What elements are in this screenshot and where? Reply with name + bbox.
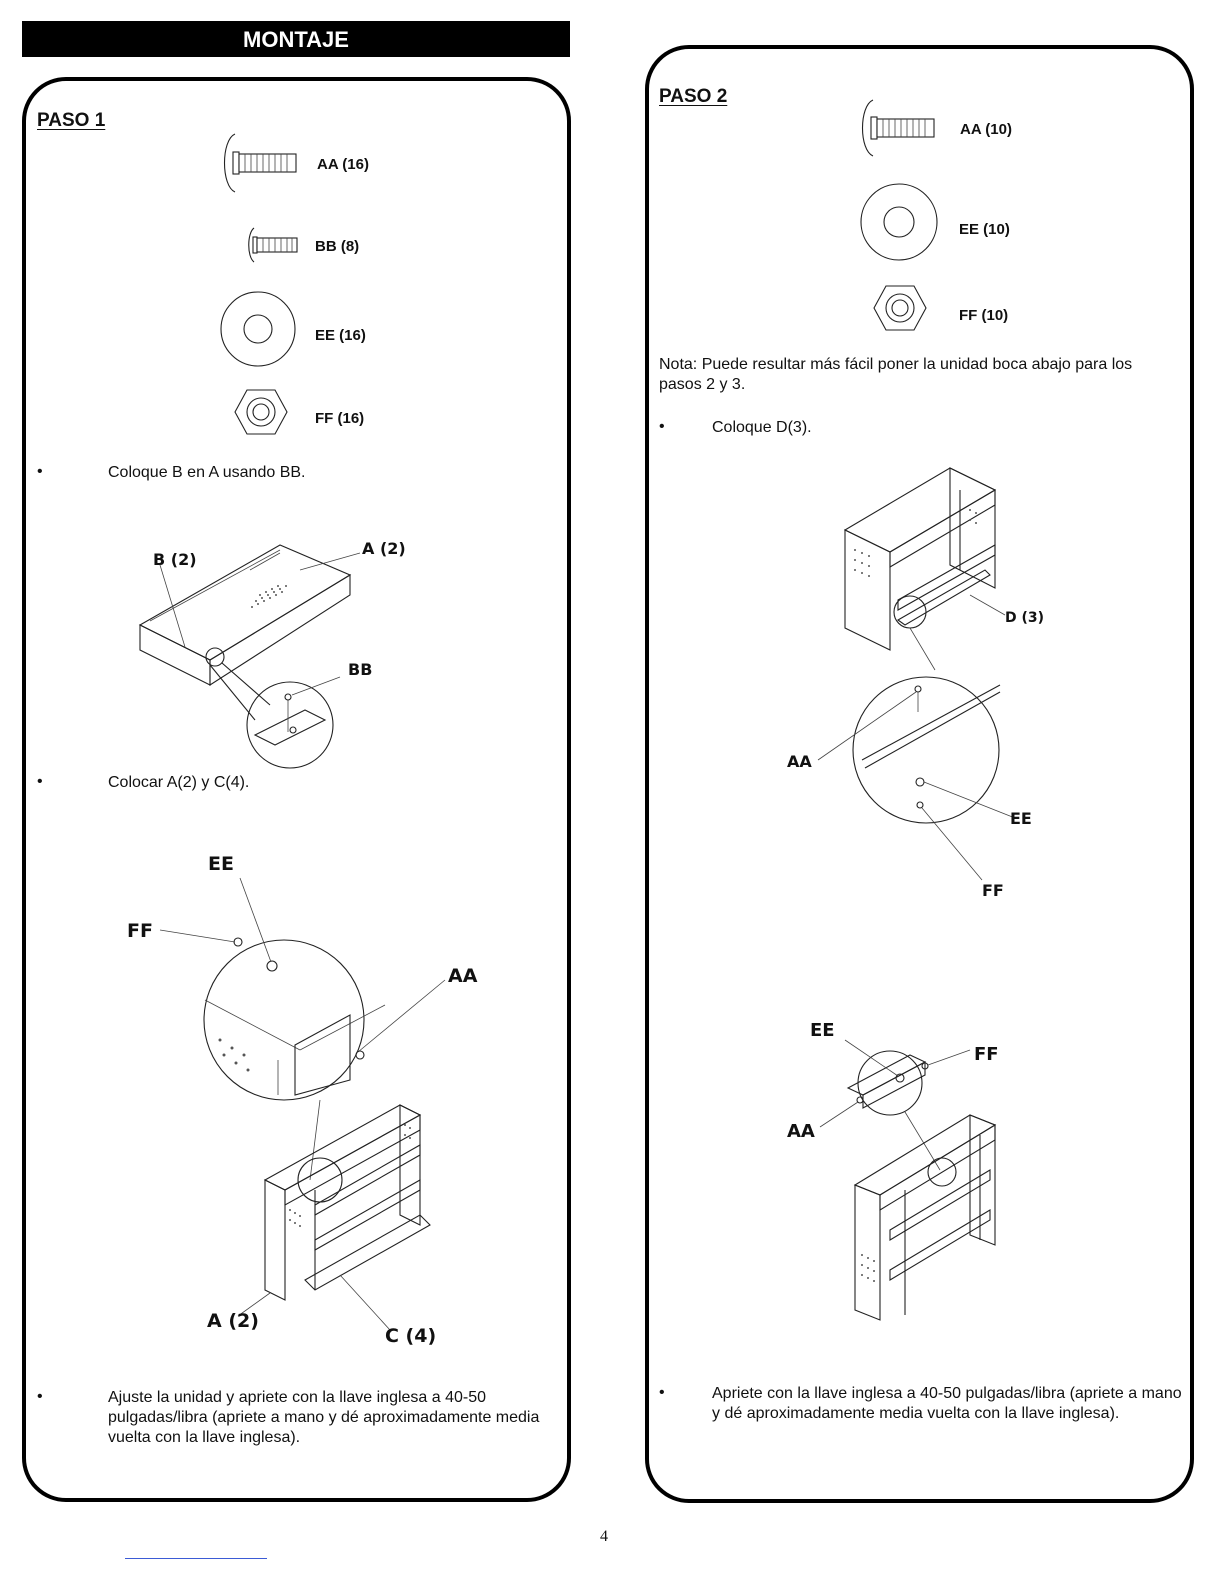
label-aa: AA <box>787 752 812 771</box>
hardware-ff-label: FF (16) <box>315 410 365 427</box>
hex-nut-icon <box>234 389 288 435</box>
label-a: A (2) <box>362 539 406 558</box>
label-ff: FF <box>982 881 1004 900</box>
hardware-bb-label: BB (8) <box>315 238 360 255</box>
label-b: B (2) <box>153 550 197 569</box>
bullet: • <box>37 463 43 480</box>
rail-assembly-diagram <box>138 544 361 769</box>
hex-nut-icon <box>873 285 927 331</box>
label-aa: AA <box>448 965 478 987</box>
hardware-aa-label: AA (16) <box>317 156 369 173</box>
label-ee: EE <box>810 1020 835 1041</box>
bullet: • <box>659 1384 665 1401</box>
step-2-title: PASO 2 <box>659 86 728 107</box>
label-c: C (4) <box>385 1325 437 1347</box>
bullet: • <box>37 773 43 790</box>
bullet: • <box>37 1388 43 1405</box>
bolt-icon <box>862 99 935 157</box>
instruction-2: Apriete con la llave inglesa a 40-50 pul… <box>712 1385 1182 1422</box>
bolt-icon <box>224 133 297 193</box>
bullet: • <box>659 418 665 435</box>
step-1-title: PASO 1 <box>37 110 106 131</box>
label-bb: BB <box>348 660 373 679</box>
label-aa: AA <box>787 1121 815 1142</box>
instruction-1: Coloque B en A usando BB. <box>108 464 306 481</box>
instruction-2: Colocar A(2) y C(4). <box>108 774 250 791</box>
section-header: MONTAJE <box>22 21 570 57</box>
hardware-ff-label: FF (10) <box>959 307 1009 324</box>
label-ff: FF <box>127 920 153 942</box>
label-a2: A (2) <box>207 1310 259 1332</box>
label-ff: FF <box>974 1044 999 1065</box>
frame-assembly-diagram <box>159 877 446 1331</box>
label-ee: EE <box>1010 809 1032 828</box>
label-d: D (3) <box>1005 610 1045 626</box>
step-1-panel <box>22 77 571 1502</box>
hardware-aa-label: AA (10) <box>960 121 1012 138</box>
page-number: 4 <box>600 1528 608 1545</box>
hardware-ee-label: EE (16) <box>315 327 366 344</box>
short-bolt-icon <box>248 227 298 263</box>
instruction-3: Ajuste la unidad y apriete con la llave … <box>108 1389 540 1446</box>
washer-icon <box>220 291 296 367</box>
washer-icon <box>860 183 938 261</box>
note-text: Nota: Puede resultar más fácil poner la … <box>659 356 1133 393</box>
upside-down-unit-diagram <box>819 1039 997 1321</box>
footer-rule <box>125 1558 267 1559</box>
step-2-panel <box>645 45 1194 1503</box>
instruction-1: Coloque D(3). <box>712 419 812 436</box>
hardware-ee-label: EE (10) <box>959 221 1010 238</box>
label-ee: EE <box>208 853 234 875</box>
crossbar-diagram <box>817 467 1016 881</box>
